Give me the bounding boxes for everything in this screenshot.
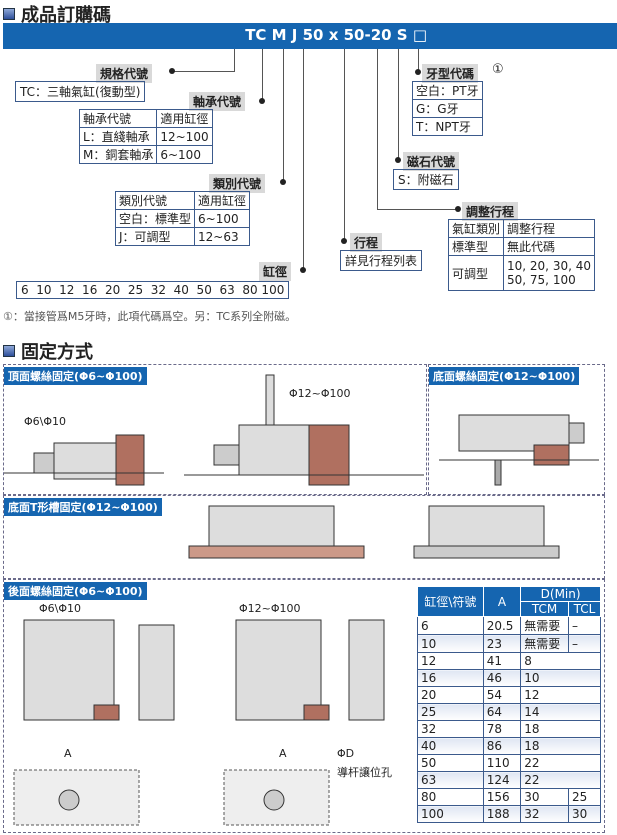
table-cell: 6 [417, 616, 484, 635]
table-cell: 8 [520, 652, 601, 670]
bullet-square-icon [3, 345, 15, 357]
table-cell: 64 [482, 703, 522, 721]
table-cell: 30 [568, 805, 601, 823]
table-cell: 18 [520, 720, 601, 738]
rear-mount-drawing [13, 619, 385, 826]
dim-label: ΦD [337, 747, 355, 760]
footnote-mark: ① [492, 62, 504, 77]
table-cell: 14 [520, 703, 601, 721]
dim-label: Φ6\Φ10 [39, 602, 82, 615]
table-cell: 124 [482, 771, 522, 789]
table-cell: 40 [417, 737, 484, 755]
dim-label: Φ12~Φ100 [239, 602, 301, 615]
stroke-label: 行程 [350, 233, 383, 252]
panel-top-screw: 頂面螺絲固定(Φ6~Φ100) Φ6\Φ10 Φ12~Φ100 [3, 364, 427, 495]
dim-label: 導杆讓位孔 [337, 766, 392, 779]
magnet-label: 磁石代號 [403, 152, 460, 171]
table-cell: 80 [417, 788, 484, 806]
table-cell: 12 [417, 652, 484, 670]
table-cell: 12 [520, 686, 601, 704]
table-cell: 41 [482, 652, 522, 670]
table-cell: 32 [417, 720, 484, 738]
order-code-bar: TC M J 50 x 50-20 S □ [3, 23, 617, 49]
top-mount-drawing [4, 374, 424, 486]
table-cell: 20 [417, 686, 484, 704]
table-cell: 無需要 [520, 634, 570, 653]
table-cell: 18 [520, 737, 601, 755]
panel-bottom-screw: 底面螺絲固定(Φ12~Φ100) [428, 364, 605, 495]
table-cell: 188 [482, 805, 522, 823]
type-label: 類別代號 [209, 174, 266, 193]
bullet-square-icon [3, 8, 15, 20]
table-cell: 50 [417, 754, 484, 772]
table-cell: – [568, 616, 601, 635]
table-cell: 100 [417, 805, 484, 823]
spec-label: 規格代號 [96, 64, 153, 83]
panel-header: 頂面螺絲固定(Φ6~Φ100) [4, 367, 147, 385]
adjust-label: 調整行程 [462, 202, 519, 221]
tslot-mount-drawing [188, 505, 560, 559]
table-cell: 16 [417, 669, 484, 687]
dim-label: Φ12~Φ100 [289, 387, 351, 400]
panel-header: 後面螺絲固定(Φ6~Φ100) [4, 582, 147, 600]
table-cell: 86 [482, 737, 522, 755]
magnet-value: S：附磁石 [393, 169, 459, 190]
footnote: ①：當接管爲M5牙時，此項代碼爲空。另：TC系列全附磁。 [3, 310, 297, 323]
table-cell: 25 [417, 703, 484, 721]
table-cell: 54 [482, 686, 522, 704]
table-cell: 25 [568, 788, 601, 806]
spec-value: TC：三軸氣缸(復動型) [15, 81, 146, 102]
table-cell: – [568, 634, 601, 653]
stroke-value: 詳見行程列表 [340, 250, 423, 271]
dim-label: A [279, 747, 287, 760]
table-cell: 22 [520, 771, 601, 789]
order-code-heading: 成品訂購碼 [3, 1, 111, 27]
thread-label: 牙型代碼 [422, 64, 479, 83]
table-cell: 20.5 [482, 616, 522, 635]
table-cell: 10 [417, 634, 484, 653]
bearing-label: 軸承代號 [189, 92, 246, 111]
panel-header: 底面T形槽固定(Φ12~Φ100) [4, 498, 162, 516]
thread-table: 空白：PT牙 G：G牙 T：NPT牙 [412, 81, 483, 136]
table-cell: 10 [520, 669, 601, 687]
bottom-mount-drawing [439, 414, 599, 486]
heading-text: 成品訂購碼 [21, 5, 111, 26]
dim-label: Φ6\Φ10 [24, 415, 67, 428]
table-cell: 78 [482, 720, 522, 738]
bore-values: 6 10 12 16 20 25 32 40 50 63 80 100 [16, 281, 290, 299]
mounting-heading: 固定方式 [3, 338, 93, 364]
bore-label: 缸徑 [259, 262, 292, 281]
panel-rear-screw: 後面螺絲固定(Φ6~Φ100) Φ6\Φ10 Φ12~Φ100 A A ΦD 導… [3, 579, 605, 833]
table-cell: 46 [482, 669, 522, 687]
table-cell: 30 [520, 788, 570, 806]
table-cell: 110 [482, 754, 522, 772]
panel-tslot: 底面T形槽固定(Φ12~Φ100) [3, 495, 605, 579]
table-cell: 156 [482, 788, 522, 806]
heading-text: 固定方式 [21, 342, 93, 363]
panel-header: 底面螺絲固定(Φ12~Φ100) [429, 367, 580, 385]
table-cell: 22 [520, 754, 601, 772]
table-cell: 無需要 [520, 616, 570, 635]
table-cell: 23 [482, 634, 522, 653]
dim-label: A [64, 747, 72, 760]
table-cell: 32 [520, 805, 570, 823]
table-cell: 63 [417, 771, 484, 789]
